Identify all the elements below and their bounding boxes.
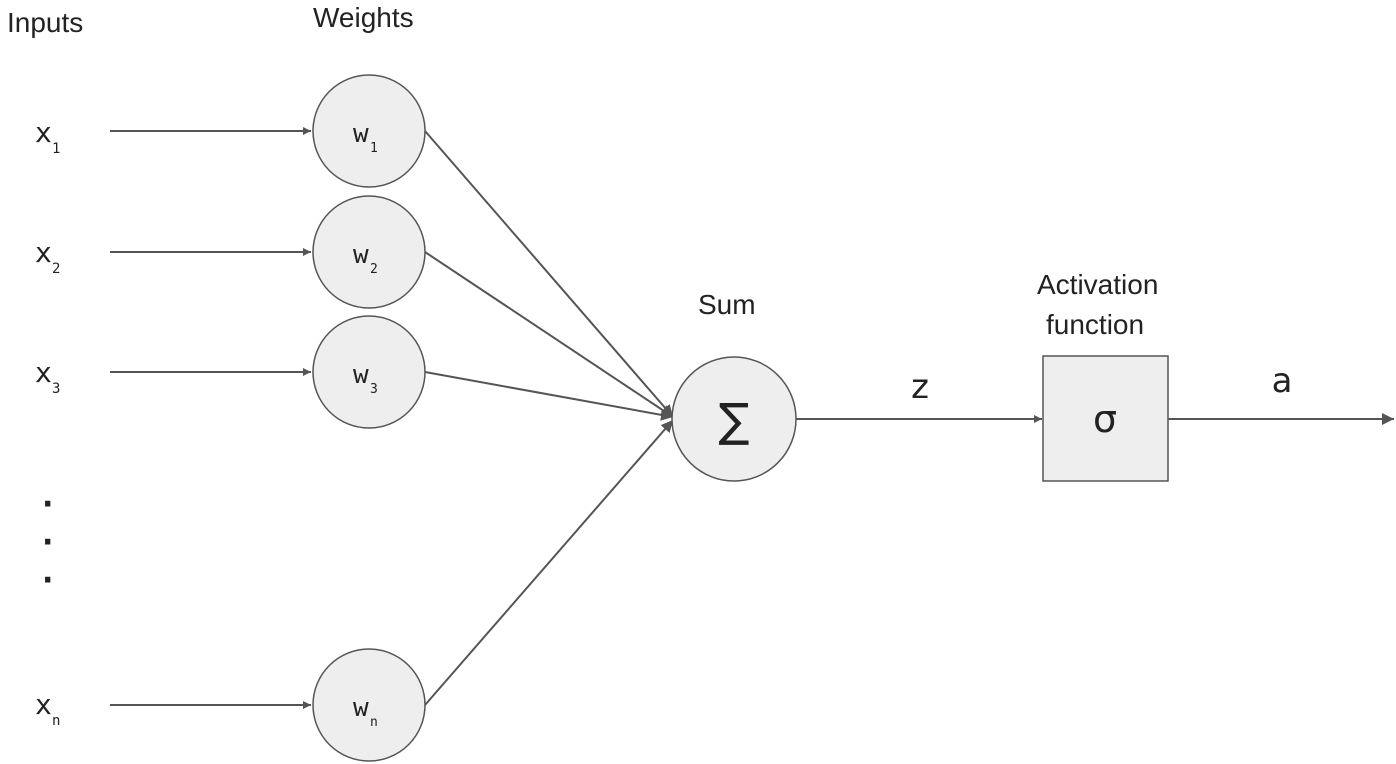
input-x3: x 3 (35, 356, 60, 397)
weight-circle-wn (312, 648, 426, 762)
ellipsis-dot-1: · (42, 487, 53, 522)
weight-circle-w3 (312, 315, 426, 429)
weight-node-w2: w 2 (312, 195, 426, 309)
weight-wn-base: w (353, 693, 369, 723)
weight-w1-base: w (353, 119, 369, 149)
input-xn-base: x (35, 688, 52, 721)
input-x1-subscript: 1 (52, 141, 60, 157)
weight-w2-subscript: 2 (370, 262, 378, 277)
activation-node: σ (1042, 355, 1169, 482)
weight-w1-subscript: 1 (370, 141, 378, 156)
input-xn: x n (35, 688, 60, 729)
weight-circle-w1 (312, 74, 426, 188)
input-x2: x 2 (35, 236, 60, 277)
weight-circle-w2 (312, 195, 426, 309)
activation-box (1042, 355, 1169, 482)
weight-node-w1: w 1 (312, 74, 426, 188)
weight-node-wn: w n (312, 648, 426, 762)
input-x1: x 1 (35, 116, 60, 157)
sum-node: ∑ (671, 356, 797, 482)
arrow-w2-to-sum (424, 251, 674, 418)
weight-wn-subscript: n (370, 715, 378, 730)
input-x2-base: x (35, 236, 52, 269)
z-label: z (911, 367, 929, 407)
ellipsis-dot-2: · (42, 525, 53, 560)
input-x2-subscript: 2 (52, 261, 60, 277)
activation-header-line2: function (1046, 309, 1144, 340)
input-xn-subscript: n (52, 713, 60, 729)
sum-symbol: ∑ (719, 393, 750, 447)
arrow-wn-to-sum (424, 419, 674, 706)
input-x3-base: x (35, 356, 52, 389)
sum-header: Sum (698, 289, 756, 320)
ellipsis-dot-3: · (42, 563, 53, 598)
weight-node-w3: w 3 (312, 315, 426, 429)
weights-header: Weights (313, 2, 414, 33)
weight-w3-subscript: 3 (370, 382, 378, 397)
inputs-header: Inputs (7, 7, 83, 38)
weight-w3-base: w (353, 360, 369, 390)
output-label: a (1272, 361, 1293, 401)
arrow-w3-to-sum (424, 371, 674, 421)
activation-header-line1: Activation (1037, 269, 1158, 300)
input-x1-base: x (35, 116, 52, 149)
input-x3-subscript: 3 (52, 381, 60, 397)
weight-w2-base: w (353, 240, 369, 270)
arrow-w1-to-sum (424, 130, 674, 418)
activation-symbol: σ (1093, 397, 1117, 441)
